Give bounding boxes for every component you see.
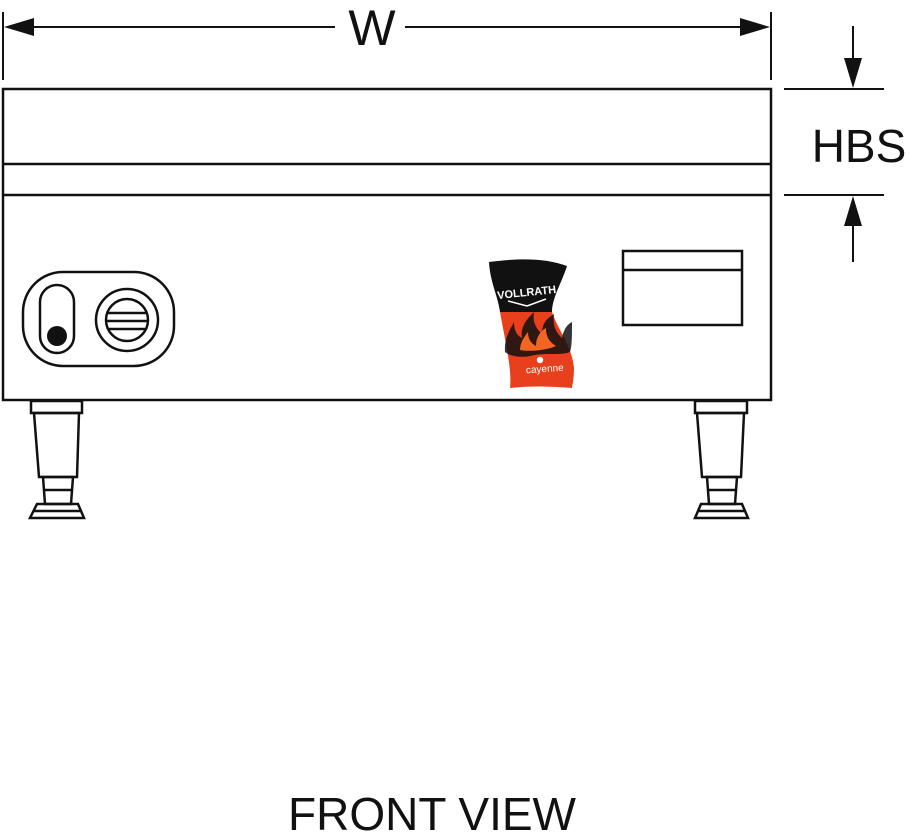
right-leg-collar — [693, 399, 749, 415]
flame-inner-icon — [520, 328, 556, 351]
control-panel — [21, 270, 176, 368]
right-leg-body — [695, 411, 746, 479]
logo-black-band — [489, 259, 567, 312]
rating-plate-outline — [621, 249, 744, 327]
power-indicator-dot — [47, 326, 67, 346]
logo-chevron-right — [526, 298, 547, 307]
appliance-body — [1, 87, 773, 402]
right-leg — [693, 399, 750, 520]
logo-chevron-left — [507, 300, 528, 307]
hbs-label: HBS — [812, 120, 907, 172]
hbs-arrow-up — [844, 196, 862, 226]
power-switch — [38, 283, 76, 355]
width-arrow-right — [740, 18, 770, 36]
hbs-arrow-down — [844, 58, 862, 88]
left-leg-body — [32, 411, 81, 479]
vollrath-cayenne-logo: VOLLRATH cayenne — [489, 259, 574, 388]
view-caption: FRONT VIEW — [288, 788, 577, 837]
logo-product-text: cayenne — [526, 363, 565, 377]
left-leg — [27, 399, 86, 520]
width-arrow-left — [4, 18, 34, 36]
right-leg-foot — [693, 502, 750, 520]
width-dimension — [2, 12, 772, 80]
control-bezel — [21, 270, 176, 368]
temperature-knob-outer — [94, 287, 160, 353]
cayenne-drop-icon — [536, 356, 544, 364]
left-leg-collar — [29, 399, 84, 415]
width-label: W — [348, 0, 396, 56]
temperature-knob-inner — [104, 297, 150, 343]
left-leg-foot — [27, 502, 86, 520]
hbs-dimension — [784, 26, 884, 262]
rating-plate — [621, 249, 744, 327]
body-outline — [1, 87, 773, 402]
